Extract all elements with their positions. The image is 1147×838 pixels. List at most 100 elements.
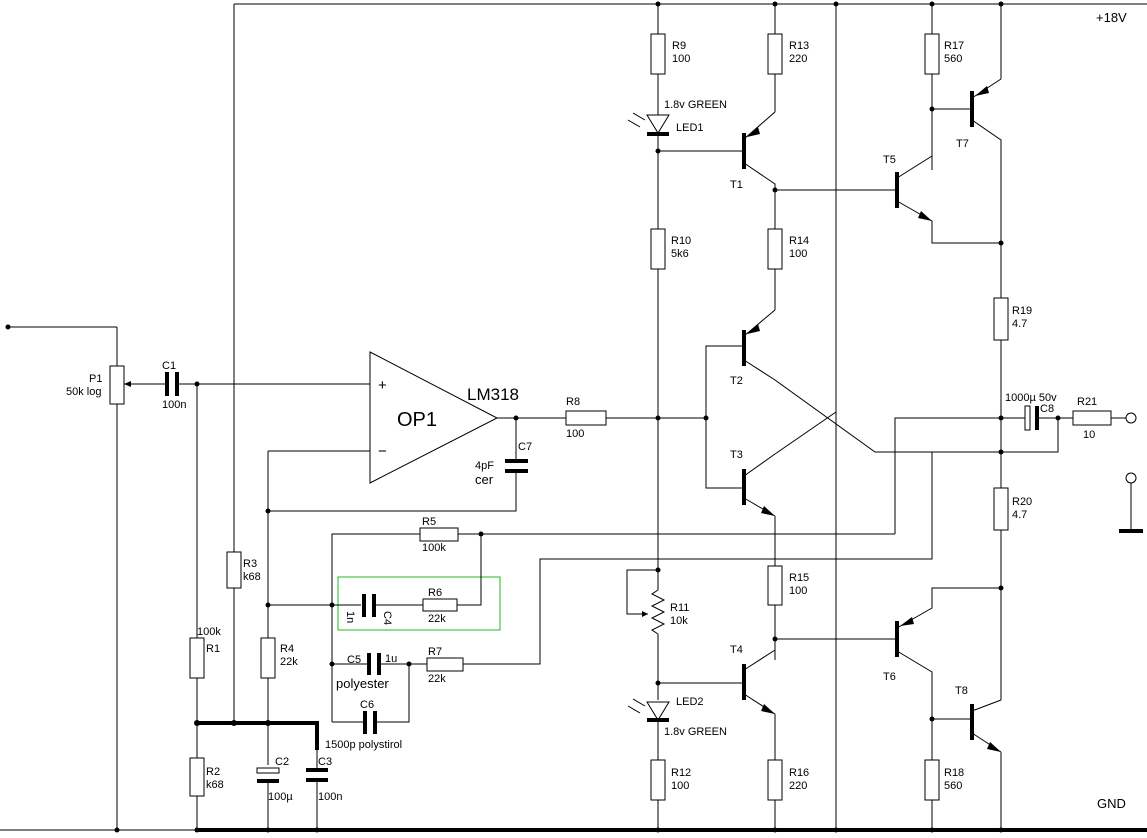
t1-emitter (743, 111, 776, 140)
r11-value: 10k (670, 615, 688, 627)
t2-label: T2 (730, 375, 743, 387)
bias-bus (197, 721, 319, 750)
t8-arrow (987, 742, 1001, 752)
t5-label: T5 (883, 154, 896, 166)
r6-value: 22k (428, 613, 446, 625)
r12-resistor (650, 759, 666, 801)
t4-label: T4 (730, 644, 743, 656)
c4-r6-highlight (337, 576, 501, 631)
junction-supply-4 (929, 1, 935, 7)
r6-resistor (422, 598, 458, 612)
c2-value: 100µ (268, 791, 293, 803)
r2-ref: R2 (206, 766, 220, 778)
c8-ref: C8 (1040, 403, 1054, 415)
r13-ref: R13 (789, 40, 809, 52)
c5-type: polyester (336, 676, 389, 691)
t2-t3-base-wire (705, 345, 744, 489)
r8-ref: R8 (566, 396, 580, 408)
junction-t7-collector (998, 240, 1004, 246)
t2-emitter (743, 309, 776, 337)
p1-wiper-arrow (124, 381, 131, 387)
t1-collector (743, 162, 776, 229)
led1-ray-a (627, 119, 641, 128)
c4-ref: C4 (381, 611, 393, 625)
r4-value: 22k (280, 656, 298, 668)
junction-supply-3 (833, 1, 839, 7)
c7-ref: C7 (518, 441, 532, 453)
r21-value: 10 (1083, 429, 1095, 441)
r14-resistor (767, 228, 783, 270)
led1-value: 1.8v GREEN (664, 99, 727, 111)
r1-ref: R1 (206, 643, 220, 655)
opamp-plus: + (378, 377, 387, 394)
r21-ref: R21 (1077, 396, 1097, 408)
junction-gnd-6 (772, 827, 778, 833)
ground-label: GND (1097, 796, 1126, 811)
r16-value: 220 (789, 780, 807, 792)
c7-return-wire (268, 473, 517, 512)
t7-arrow (975, 86, 989, 96)
junction-supply-1 (655, 1, 661, 7)
r19-ref: R19 (1012, 305, 1032, 317)
r6-right-wire (457, 534, 482, 606)
output-ground-terminal[interactable] (1125, 472, 1137, 484)
c8-value: 1000µ 50v (1005, 392, 1057, 404)
r16-ref: R16 (789, 767, 809, 779)
r10-resistor (650, 228, 666, 270)
r15-resistor (767, 565, 783, 606)
output-terminal[interactable] (1125, 412, 1137, 424)
r7-value: 22k (428, 673, 446, 685)
r5-value: 100k (422, 542, 446, 554)
opamp-symbol (369, 351, 499, 484)
t2-arrow (747, 324, 760, 334)
r18-resistor (924, 759, 940, 801)
t7-collector (971, 119, 1002, 298)
c8-plate-a (1024, 405, 1031, 431)
r2-value: k68 (206, 779, 224, 791)
supply-label: +18V (1096, 10, 1127, 25)
t1-label: T1 (730, 179, 743, 191)
c1-value: 100n (162, 399, 186, 411)
t4-arrow (761, 704, 775, 714)
r21-resistor (1072, 410, 1112, 426)
r11-ref: R11 (670, 602, 689, 614)
r5-left-wire (331, 533, 420, 605)
c3-value: 100n (318, 791, 342, 803)
t6-arrow (900, 617, 914, 626)
t3-label: T3 (730, 449, 743, 461)
c6-right-wire (377, 664, 410, 723)
r20-resistor (993, 487, 1009, 531)
led1-ref: LED1 (676, 122, 704, 134)
r17-value: 560 (944, 53, 962, 65)
r7-resistor (426, 657, 464, 672)
junction-gnd-3 (265, 827, 271, 833)
c4-value: 1n (344, 611, 356, 623)
r12-value: 100 (671, 780, 689, 792)
c7-value: 4pF (475, 460, 494, 472)
p1-potentiometer (109, 365, 125, 405)
r7-ref: R7 (428, 646, 442, 658)
p1-value: 50k log (66, 386, 101, 398)
r11-trimmer (650, 589, 666, 635)
r6-ref: R6 (428, 587, 442, 599)
junction-gnd-9 (998, 827, 1004, 833)
led2-diode (646, 701, 670, 721)
junction-bias-1 (194, 720, 200, 726)
r7-feedback-wire (463, 418, 1059, 665)
junction-gnd-1 (114, 827, 120, 833)
t8-collector (971, 699, 1002, 712)
r18-value: 560 (944, 780, 962, 792)
r18-ref: R18 (944, 767, 964, 779)
junction-gnd-5 (655, 827, 661, 833)
r20-value: 4.7 (1012, 509, 1027, 521)
p1-ref: P1 (89, 373, 102, 385)
t3-arrow (761, 506, 775, 516)
t1-arrow (747, 127, 760, 137)
t6-emitter (896, 587, 1001, 629)
r19-resistor (993, 297, 1009, 341)
junction-c8 (1055, 415, 1061, 421)
c1-ref: C1 (162, 360, 176, 372)
r2-resistor (189, 757, 205, 797)
c6-ref: C6 (360, 699, 374, 711)
r5-ref: R5 (422, 516, 436, 528)
